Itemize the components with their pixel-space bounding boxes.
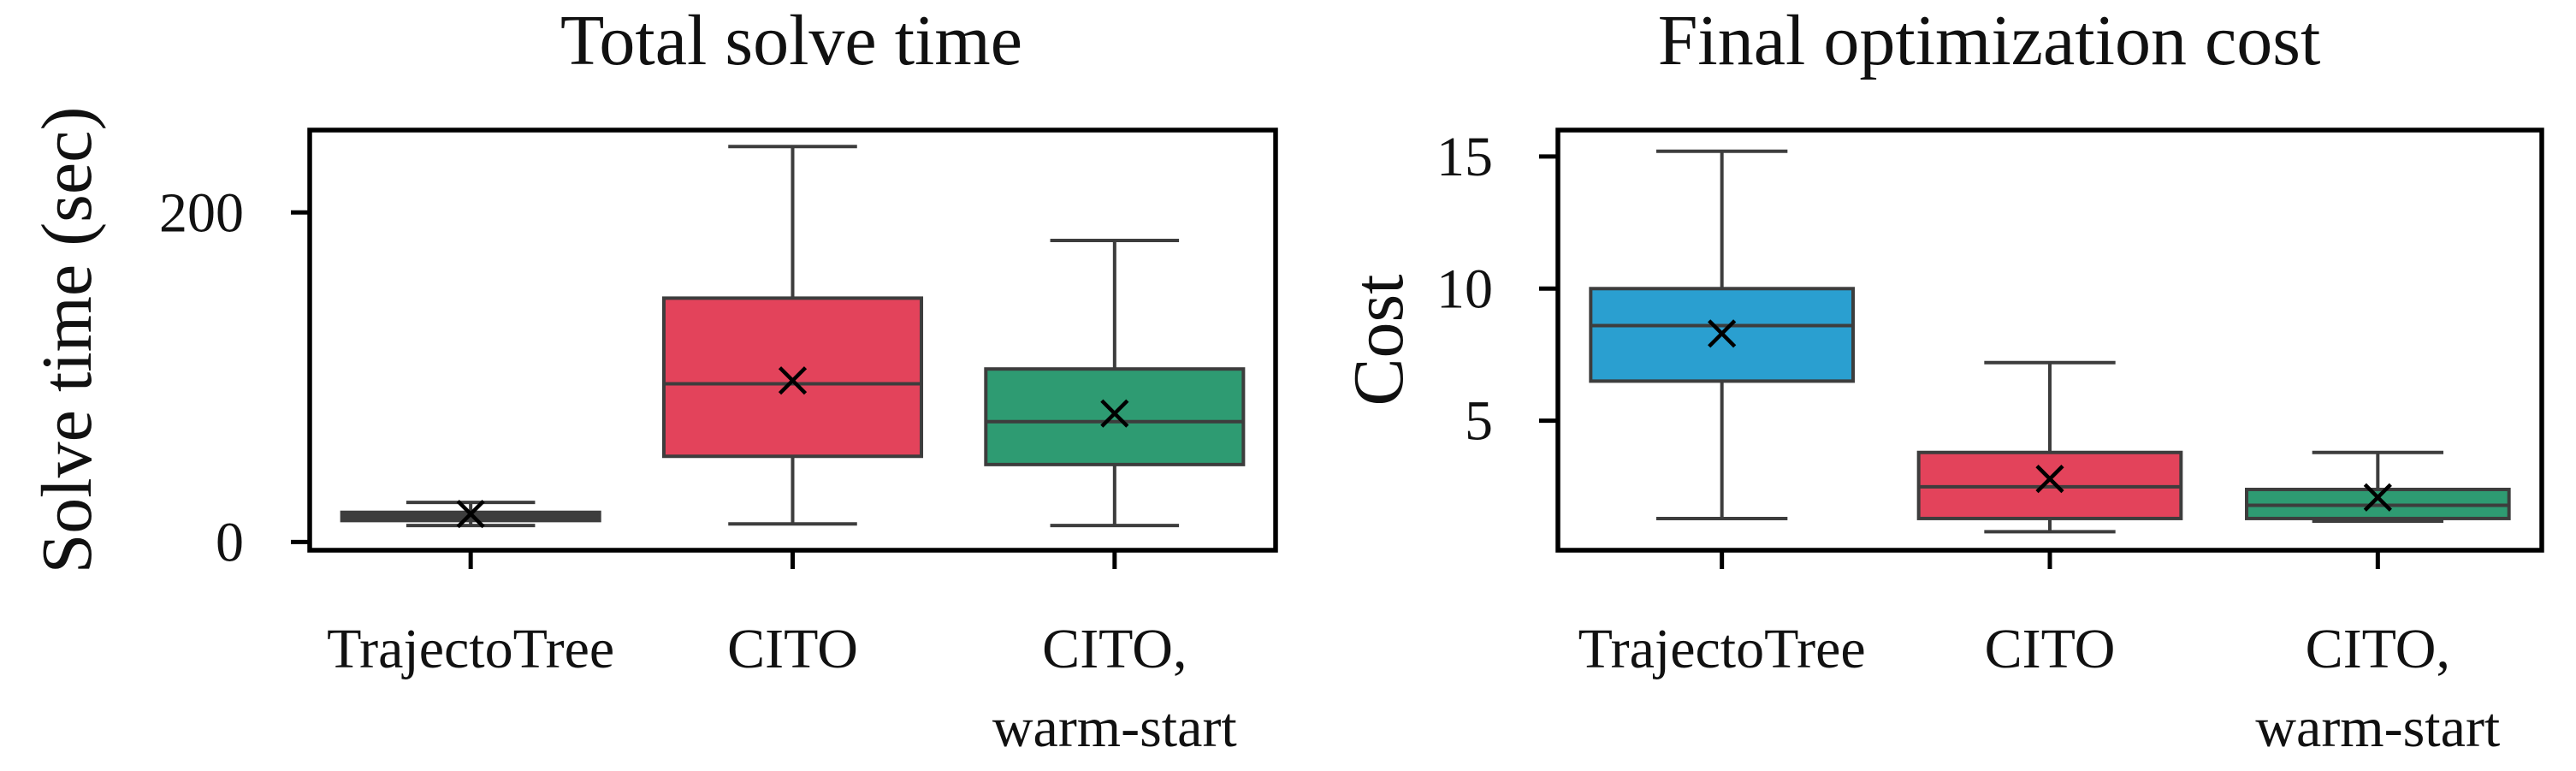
chart-title: Final optimization cost [1658, 1, 2321, 80]
x-tick-label: warm-start [992, 697, 1237, 759]
y-tick-label: 5 [1465, 390, 1493, 453]
x-tick-label: CITO, [2306, 618, 2450, 680]
plot-frame [1555, 128, 2544, 553]
mean-marker [2363, 483, 2392, 512]
x-tick-label: TrajectoTree [327, 618, 614, 680]
box-2 [1916, 360, 2183, 534]
box-2 [661, 145, 924, 526]
x-tick-label: CITO, [1042, 618, 1187, 680]
box-1 [340, 500, 601, 529]
mean-marker [1100, 399, 1129, 428]
mean-marker [2035, 465, 2064, 494]
x-tick-label: TrajectoTree [1578, 618, 1866, 680]
y-axis-label: Solve time (sec) [27, 107, 107, 574]
y-tick-label: 15 [1436, 126, 1493, 188]
box-1 [1589, 149, 1856, 520]
box-3 [2245, 450, 2511, 524]
y-tick-label: 200 [159, 181, 244, 244]
iqr-box [661, 296, 924, 459]
x-tick-label: warm-start [2255, 697, 2500, 759]
chart-title: Total solve time [560, 1, 1022, 80]
box-3 [984, 239, 1246, 528]
y-axis-label: Cost [1339, 274, 1418, 406]
mean-marker [1708, 319, 1737, 348]
y-tick-label: 10 [1436, 258, 1493, 320]
mean-marker [778, 366, 808, 395]
plot-frame [307, 128, 1278, 553]
y-tick-label: 0 [216, 511, 244, 573]
x-tick-label: CITO [1985, 618, 2116, 680]
x-tick-label: CITO [727, 618, 858, 680]
iqr-box [984, 367, 1246, 466]
mean-marker [456, 500, 485, 529]
